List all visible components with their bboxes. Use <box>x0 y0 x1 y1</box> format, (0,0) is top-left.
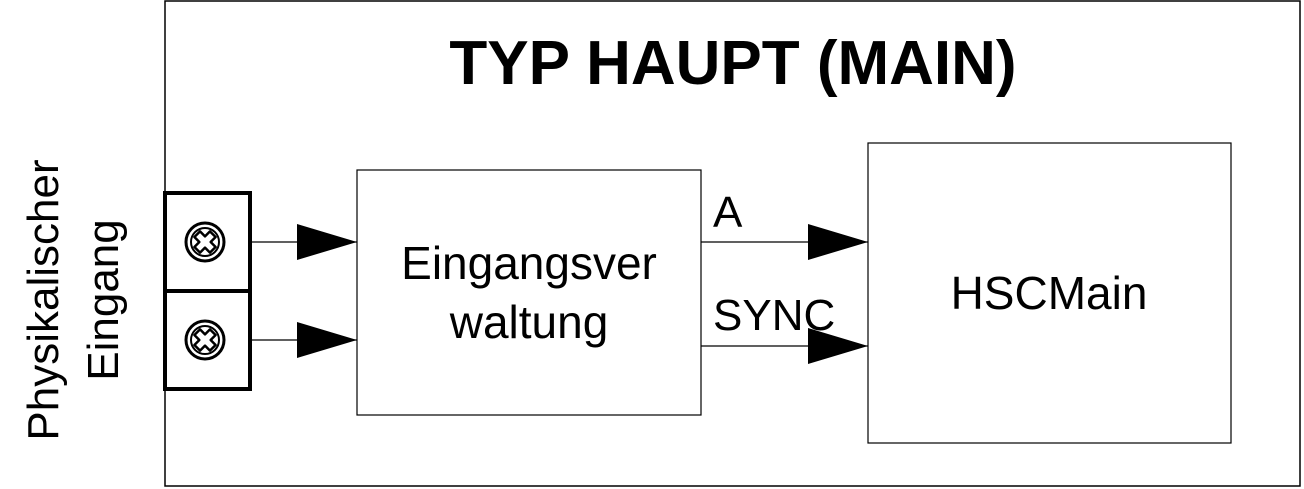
hscmain-label: HSCMain <box>951 267 1148 319</box>
signal-a-label: A <box>713 188 743 237</box>
input-management-label-line1: Eingangsver <box>401 237 657 289</box>
input-management-label-line2: waltung <box>449 296 609 348</box>
hscmain-block <box>867 142 1232 444</box>
terminal-block <box>163 191 252 391</box>
screw-terminal-icon <box>184 319 226 361</box>
input-management-block <box>356 169 702 416</box>
screw-terminal-icon <box>184 221 226 263</box>
physical-input-label: Physikalischer Eingang <box>19 159 128 440</box>
physical-input-label-line1: Physikalischer <box>19 159 68 440</box>
signal-sync-label: SYNC <box>713 291 835 340</box>
physical-input-label-line2: Eingang <box>79 219 128 380</box>
diagram-title: TYP HAUPT (MAIN) <box>449 29 1016 98</box>
